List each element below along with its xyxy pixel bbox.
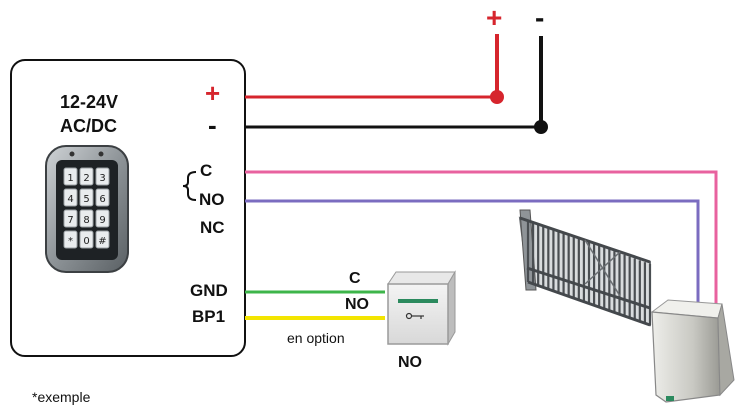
current-type-label: AC/DC [60, 116, 117, 136]
controller-minus-label: - [208, 110, 217, 140]
keypad-key [95, 209, 110, 228]
keypad-key-label: 5 [83, 194, 89, 205]
gate-motor [650, 299, 735, 403]
junction-black [534, 120, 548, 134]
terminal-bp1-label: BP1 [192, 307, 226, 326]
key-icon [405, 312, 413, 320]
voltage-label: 12-24V [60, 92, 119, 112]
keypad-key [79, 188, 94, 207]
keypad-key [63, 188, 78, 207]
terminal-no-label: NO [199, 190, 225, 209]
sliding-gate [518, 209, 652, 327]
terminal-nc-label: NC [200, 218, 225, 237]
option-note: en option [287, 330, 345, 346]
keypad-key [95, 167, 110, 186]
wire-pink [245, 170, 718, 305]
keypad-key [95, 188, 110, 207]
keypad-key [95, 230, 110, 249]
keypad-key-label: 7 [67, 215, 73, 226]
button-c-label: C [349, 270, 361, 287]
keypad-key-label: # [98, 236, 106, 247]
keypad-key [63, 167, 78, 186]
keypad-key [79, 167, 94, 186]
footnote: *exemple [32, 389, 91, 405]
controller-plus-label: + [205, 78, 221, 108]
keypad-key-label: 2 [83, 173, 89, 184]
keypad-key [63, 209, 78, 228]
keypad-key-label: 6 [99, 194, 105, 205]
keypad-key [63, 230, 78, 249]
keypad-key-label: 3 [99, 173, 105, 184]
wire-purple [245, 199, 700, 305]
keypad-key [79, 230, 94, 249]
keypad-key-label: * [68, 236, 73, 247]
keypad-key-label: 8 [83, 215, 89, 226]
junction-red [490, 90, 504, 104]
button-bottom-label: NO [398, 354, 422, 371]
terminal-gnd-label: GND [190, 281, 228, 300]
keypad-key-label: 1 [67, 173, 73, 184]
power-minus-label: - [535, 2, 545, 33]
power-plus-label: + [486, 2, 503, 33]
keypad-key-label: 0 [83, 236, 89, 247]
terminal-c-label: C [200, 161, 213, 180]
keypad-key-label: 4 [67, 194, 73, 205]
button-no-label: NO [345, 296, 369, 313]
keypad-key-label: 9 [99, 215, 105, 226]
push-button-device [387, 270, 456, 346]
brace [182, 171, 197, 201]
keypad-key [79, 209, 94, 228]
